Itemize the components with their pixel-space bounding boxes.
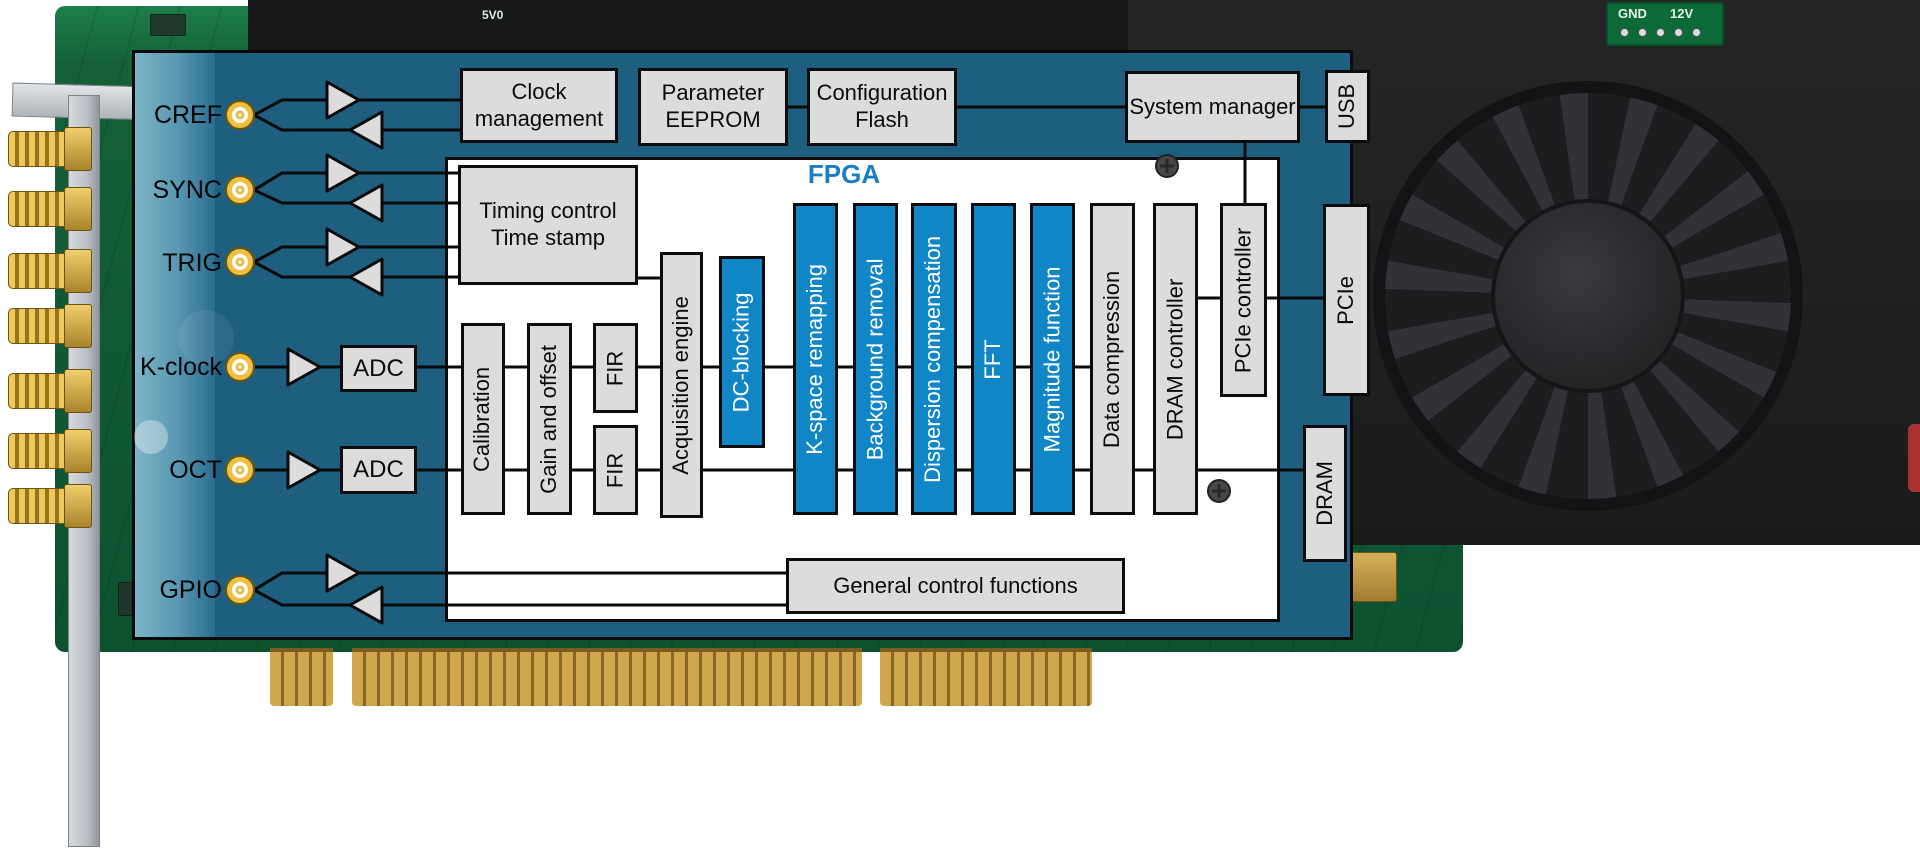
block-pcie-controller: PCIe controller: [1220, 203, 1267, 397]
block-dc-blocking: DC-blocking: [719, 256, 765, 448]
block-parameter-eeprom: Parameter EEPROM: [638, 68, 788, 146]
header-pin: [1692, 28, 1701, 37]
block-magnitude-function: Magnitude function: [1030, 203, 1075, 515]
header-pin: [1674, 28, 1683, 37]
header-pin: [1620, 28, 1629, 37]
port-label-gpio: GPIO: [159, 576, 222, 604]
block-fft: FFT: [971, 203, 1016, 515]
sma-nut: [64, 187, 92, 231]
block-adc-kclock: ADC: [340, 345, 417, 392]
port-label-kclock: K-clock: [140, 353, 222, 381]
header-pin: [1638, 28, 1647, 37]
sma-nut: [64, 127, 92, 171]
port-label-cref: CREF: [153, 101, 222, 129]
port-label-trig: TRIG: [162, 249, 222, 277]
silkscreen-5v0: 5V0: [482, 8, 504, 22]
block-clock-management: Clock management: [460, 68, 618, 143]
shroud-top-bar: [248, 0, 1130, 52]
block-fir-oct: FIR: [593, 425, 638, 515]
block-gain-offset: Gain and offset: [527, 323, 572, 515]
sma-nut: [64, 369, 92, 413]
sma-connector-photo: [8, 488, 72, 524]
block-dispersion-compensation: Dispersion compensation: [911, 203, 957, 515]
block-dram-controller: DRAM controller: [1153, 203, 1198, 515]
block-kspace-remapping: K-space remapping: [793, 203, 838, 515]
block-calibration: Calibration: [461, 323, 505, 515]
sma-connector-photo: [8, 131, 72, 167]
block-system-manager: System manager: [1125, 71, 1300, 143]
sma-connector-photo: [8, 433, 72, 469]
mounting-hole: [134, 420, 168, 454]
block-data-compression: Data compression: [1090, 203, 1135, 515]
block-background-removal: Background removal: [853, 203, 898, 515]
port-label-sync: SYNC: [152, 176, 222, 204]
sma-connector-photo: [8, 253, 72, 289]
block-fir-kclock: FIR: [593, 323, 638, 413]
block-dram: DRAM: [1303, 425, 1347, 562]
silkscreen-12v: 12V: [1670, 6, 1694, 21]
sma-nut: [64, 249, 92, 293]
sma-nut: [64, 429, 92, 473]
fpga-label: FPGA: [807, 159, 881, 189]
watermark-circle: [178, 310, 234, 366]
red-edge-detail: [1908, 424, 1920, 492]
silkscreen-gnd: GND: [1618, 6, 1647, 21]
block-usb: USB: [1325, 70, 1370, 143]
block-general-control: General control functions: [786, 558, 1125, 614]
fan-hub: [1491, 199, 1685, 393]
sma-nut: [64, 484, 92, 528]
block-adc-oct: ADC: [340, 446, 417, 494]
pcb-component: [150, 14, 186, 36]
block-configuration-flash: Configuration Flash: [807, 68, 957, 146]
block-pcie: PCIe: [1323, 204, 1370, 396]
edge-connector-segment: [270, 648, 333, 706]
power-header: GND 12V: [1606, 2, 1724, 46]
sma-nut: [64, 304, 92, 348]
diagram-left-strip: [135, 53, 215, 637]
sma-connector-photo: [8, 191, 72, 227]
block-acquisition-engine: Acquisition engine: [660, 252, 703, 518]
edge-connector-segment: [352, 648, 862, 706]
port-label-oct: OCT: [169, 456, 222, 484]
edge-connector-segment: [880, 648, 1092, 706]
sma-connector-photo: [8, 308, 72, 344]
header-pin: [1656, 28, 1665, 37]
sma-connector-photo: [8, 373, 72, 409]
block-timing-control: Timing control Time stamp: [458, 165, 638, 285]
